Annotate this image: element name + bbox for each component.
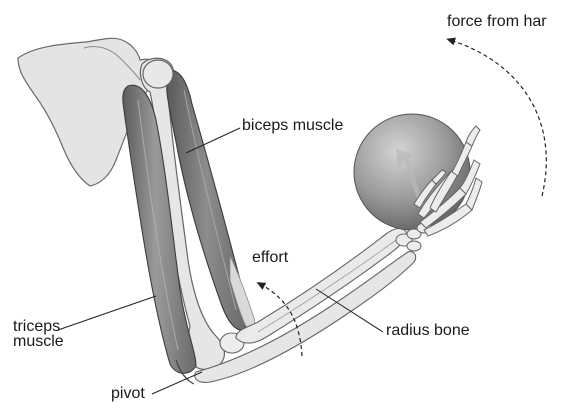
effort-label: effort bbox=[252, 249, 288, 266]
humeral-head bbox=[143, 60, 173, 88]
radius-bone-label: radius bone bbox=[386, 322, 470, 339]
triceps-leader-line bbox=[58, 296, 156, 330]
biceps-muscle-label: biceps muscle bbox=[242, 117, 343, 134]
pivot-label: pivot bbox=[111, 385, 145, 402]
triceps-muscle-label: triceps muscle bbox=[13, 319, 64, 349]
force-from-hand-label: force from har bbox=[447, 13, 547, 30]
pivot-leader-line bbox=[152, 372, 202, 394]
